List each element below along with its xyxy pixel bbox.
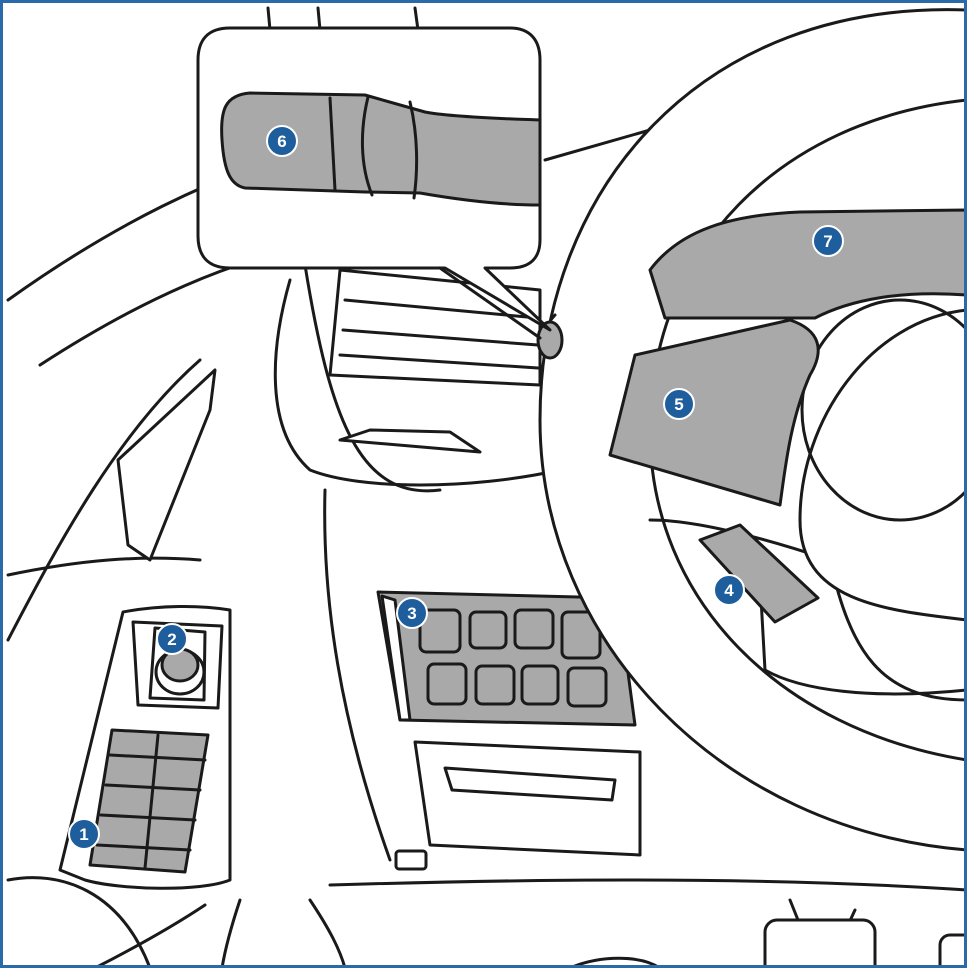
badge-2: 2	[157, 624, 187, 654]
badge-5: 5	[664, 389, 694, 419]
window-switch-block	[90, 730, 208, 872]
badge-4: 4	[714, 575, 744, 605]
badge-6-label: 6	[277, 132, 286, 151]
badge-6: 6	[267, 126, 297, 156]
badge-7-label: 7	[823, 232, 832, 251]
badge-3-label: 3	[407, 604, 416, 623]
badge-4-label: 4	[724, 581, 734, 600]
center-vent	[330, 270, 540, 385]
mirror-adjuster-knob	[156, 649, 204, 694]
badge-3: 3	[397, 598, 427, 628]
badge-5-label: 5	[674, 395, 683, 414]
badge-1: 1	[69, 819, 99, 849]
badge-1-label: 1	[79, 825, 88, 844]
badge-7: 7	[813, 226, 843, 256]
badge-2-label: 2	[167, 630, 176, 649]
